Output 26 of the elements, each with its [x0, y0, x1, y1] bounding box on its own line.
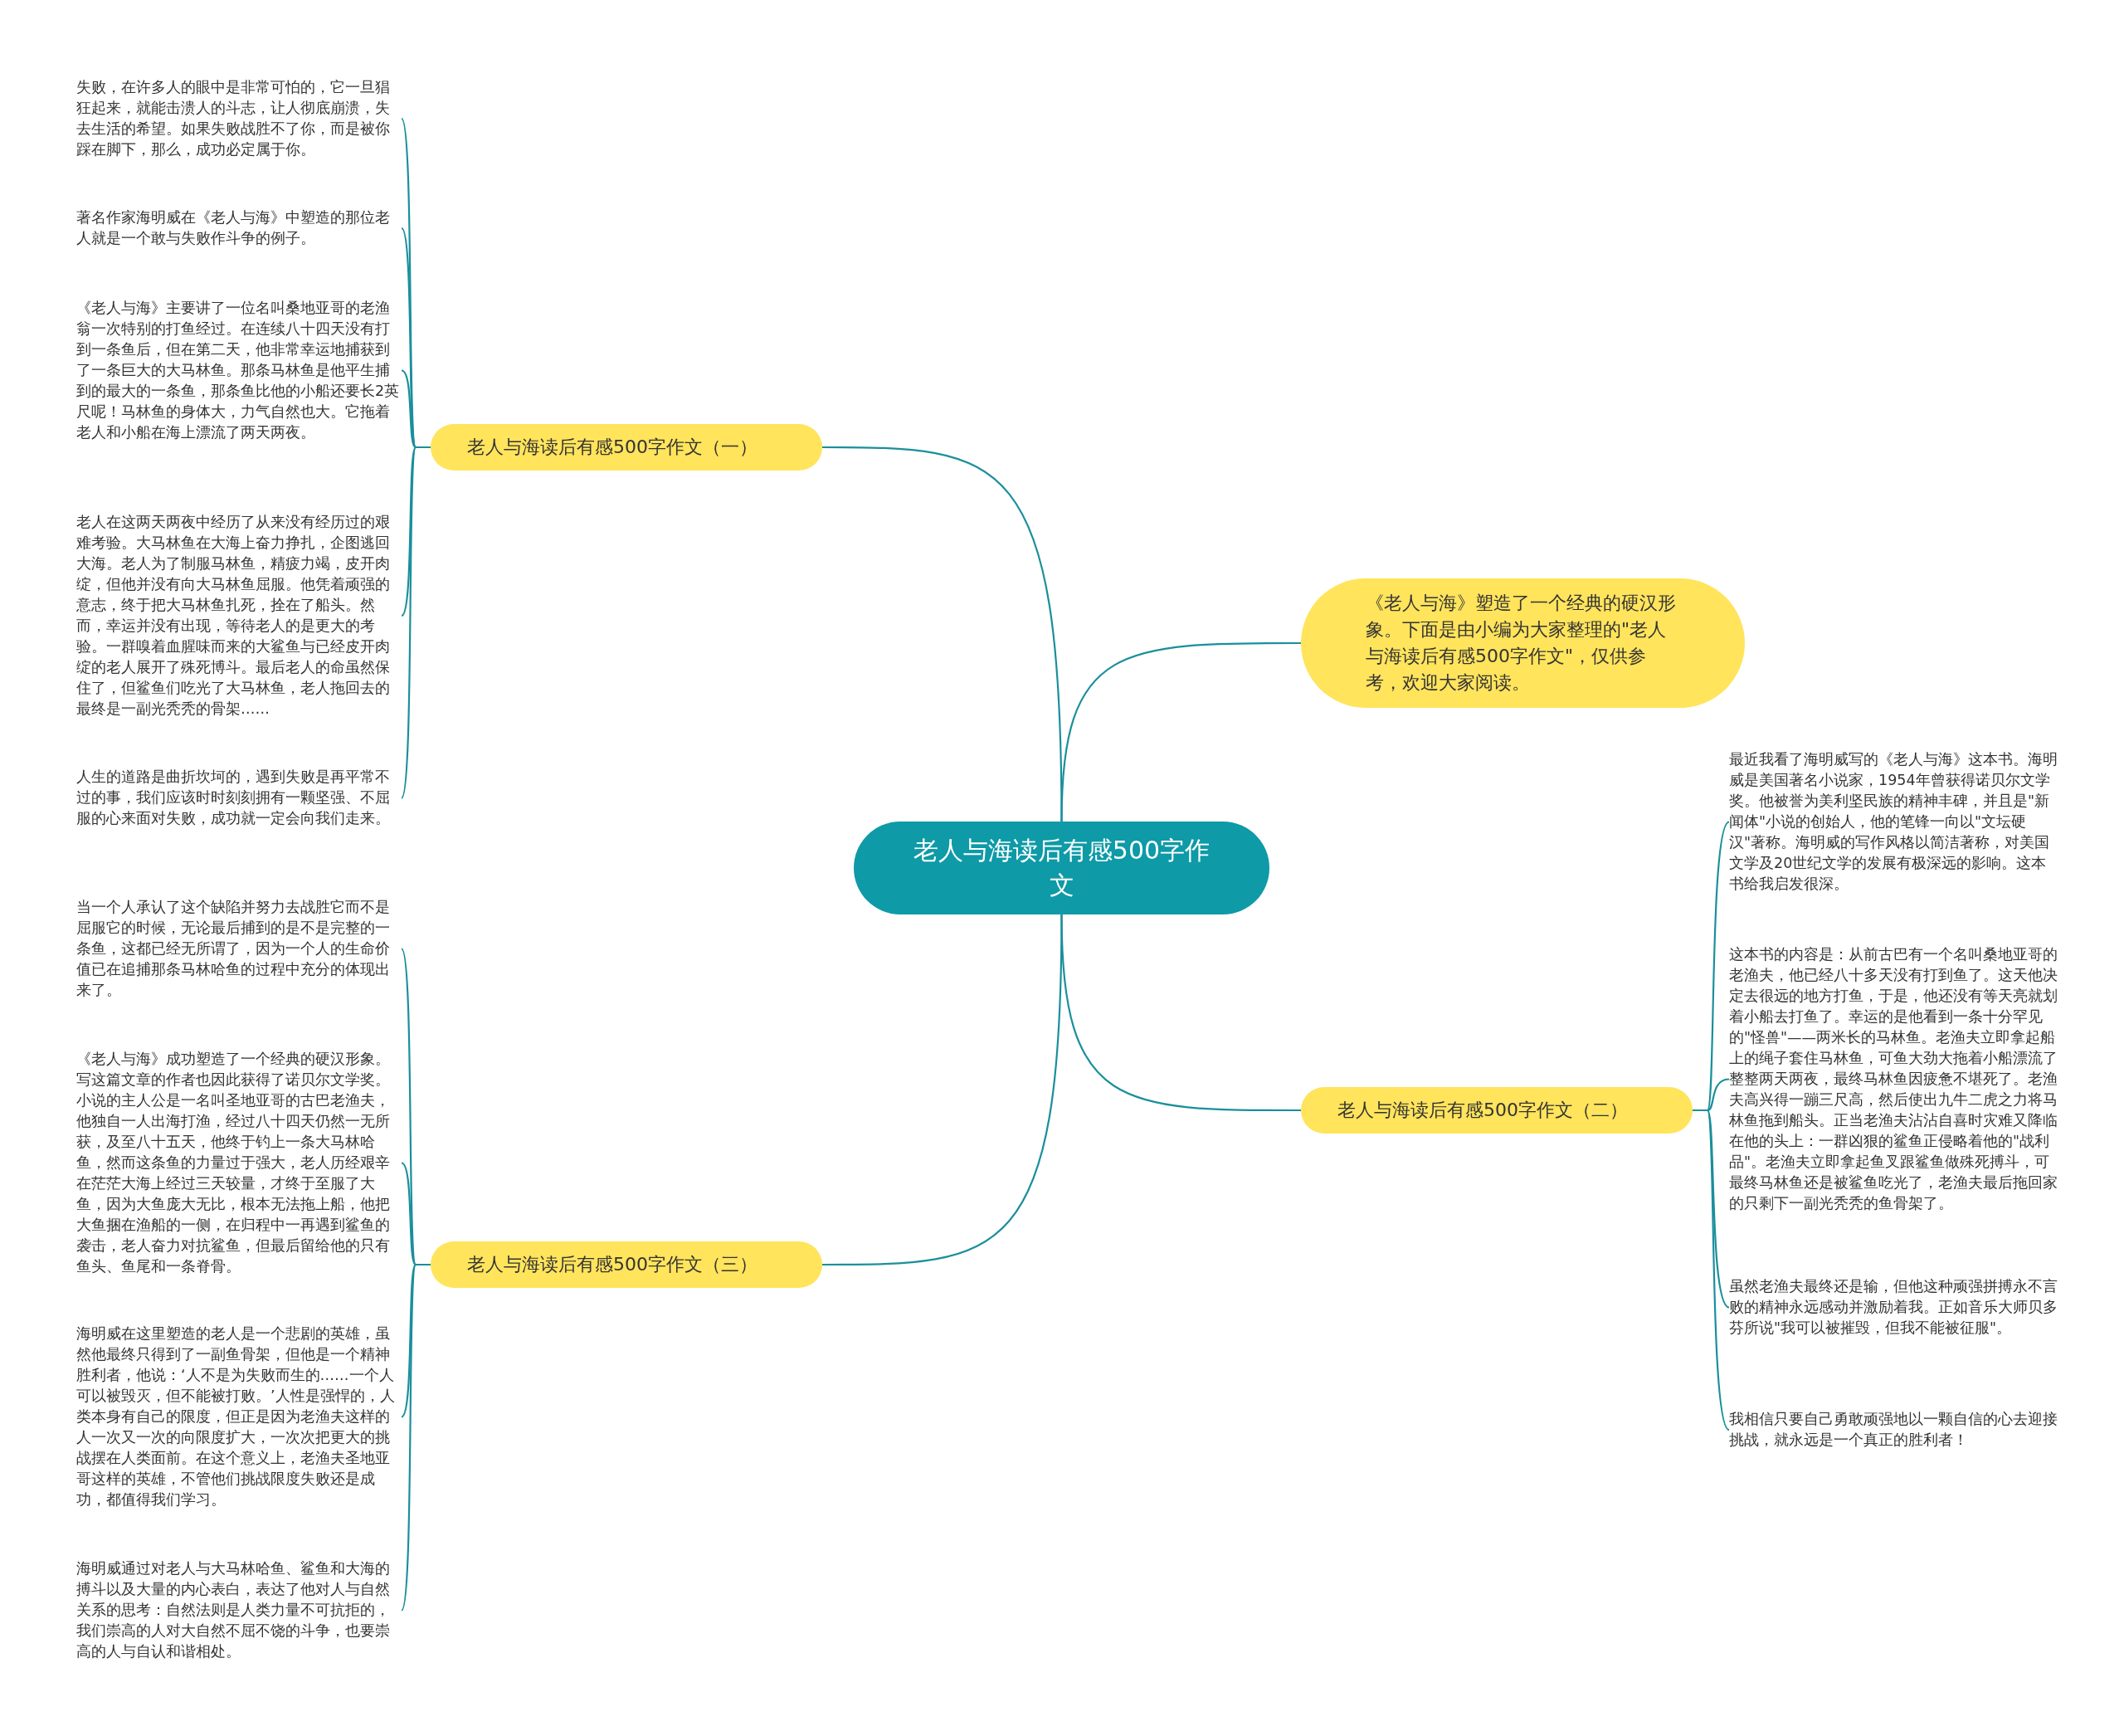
topic-pill [431, 1241, 822, 1288]
note-text: 人生的道路是曲折坎坷的，遇到失败是再平常不过的事，我们应该时时刻刻拥有一颗坚强、不屈服的心来面对失败，成功就一定会向我们走来。 [76, 768, 391, 828]
note-text: 《老人与海》成功塑造了一个经典的硬汉形象。写这篇文章的作者也因此获得了诺贝尔文学奖。小说的主人公是一名叫圣地亚哥的古巴老渔夫，他独自一人出海打渔，经过八十四天仍然一无所获，及至八十五天，他终于钓上一条大马林哈鱼，然而这条鱼的力量过于强大，老人历经艰辛在茫茫大海上经过三天较量，才终于至服了大鱼，因为大鱼庞大无比，根本无法拖上船，他把大鱼捆在渔船的一侧，在归程中一再遇到鲨鱼的袭击，老人奋力对抗鲨鱼，但最后留给他的只有鱼头、鱼尾和一条脊骨。 [76, 1050, 391, 1276]
note-text: 我相信只要自己勇敢顽强地以一颗自信的心去迎接挑战，就永远是一个真正的胜利者！ [1729, 1410, 2058, 1450]
note-text: 虽然老渔夫最终还是输，但他这种顽强拼搏永不言败的精神永远感动并激励着我。正如音乐大师贝多芬所说"我可以被摧毁，但我不能被征服"。 [1729, 1277, 2058, 1338]
connector-line [822, 914, 1063, 1266]
connector-line [1693, 1109, 1730, 1431]
topic-text: 老人与海读后有感500字作文 [912, 835, 1211, 901]
note-text: 失败，在许多人的眼中是非常可怕的，它一旦猖狂起来，就能击溃人的斗志，让人彻底崩溃，失去生活的希望。如果失败战胜不了你，而是被你踩在脚下，那么，成功必定属于你。 [76, 78, 391, 159]
connector-line [400, 1263, 431, 1611]
note-text: 海明威在这里塑造的老人是一个悲剧的英雄，虽然他最终只得到了一副鱼骨架，但他是一个精神胜利者，他说：‘人不是为失败而生的……一个人可以被毁灭，但不能被打败。’人性是强悍的，人类本身有自己的限度，但正是因为老渔夫这样的人一次又一次的向限度扩大，一次次把更大的挑战摆在人类面前。在这个意义上，老渔夫圣地亚哥这样的英雄，不管他们挑战限度失败还是成功，都值得我们学习。 [76, 1324, 396, 1509]
topic-pill [1301, 1087, 1693, 1134]
note-text: 当一个人承认了这个缺陷并努力去战胜它而不是屈服它的时候，无论最后捕到的是不是完整的一条鱼，这都已经无所谓了，因为一个人的生命价值已在追捕那条马林哈鱼的过程中充分的体现出来了。 [76, 898, 391, 1000]
topic-text: 老人与海读后有感500字作文（二） [1337, 1099, 1628, 1122]
note-text: 著名作家海明威在《老人与海》中塑造的那位老人就是一个敢与失败作斗争的例子。 [76, 208, 391, 248]
topic-text: 《老人与海》塑造了一个经典的硬汉形象。下面是由小编为大家整理的"老人与海读后有感500字作文"，仅供参考，欢迎大家阅读。 [1366, 592, 1677, 695]
note-text: 最近我看了海明威写的《老人与海》这本书。海明威是美国著名小说家，1954年曾获得诺贝尔文学奖。他被誉为美利坚民族的精神丰碑，并且是"新闻体"小说的创始人，他的笔锋一向以"文坛硬汉"著称。海明威的写作风格以简洁著称，对美国文学及20世纪文学的发展有极深远的影响。这本书给我启发很深。 [1729, 750, 2058, 894]
note-text: 海明威通过对老人与大马林哈鱼、鲨鱼和大海的搏斗以及大量的内心表白，表达了他对人与自然关系的思考：自然法则是人类力量不可抗拒的，我们崇高的人对大自然不屈不饶的斗争，也要崇高的人与自认和谐相处。 [76, 1559, 391, 1661]
connector-line [400, 446, 431, 798]
note-text: 《老人与海》主要讲了一位名叫桑地亚哥的老渔翁一次特别的打鱼经过。在连续八十四天没有打到一条鱼后，但在第二天，他非常幸运地捕获到了一条巨大的大马林鱼。那条马林鱼是他平生捕到的最大的一条鱼，那条鱼比他的小船还要长2英尺呢！马林鱼的身体大，力气自然也大。它拖着老人和小船在海上漂流了两天两夜。 [76, 299, 401, 442]
note-text: 这本书的内容是：从前古巴有一个名叫桑地亚哥的老渔夫，他已经八十多天没有打到鱼了。这天他决定去很远的地方打鱼，于是，他还没有等天亮就划着小船去打鱼了。幸运的是他看到一条十分罕见的"怪兽"——两米长的马林鱼。老渔夫立即拿起船上的绳子套住马林鱼，可鱼大劲大拖着小船漂流了整整两天两夜，最终马林鱼因疲惫不堪死了。老渔夫高兴得一蹦三尺高，然后使出九牛二虎之力将马林鱼拖到船头。正当老渔夫沾沾自喜时灾难又降临在他的头上：一群凶狠的鲨鱼正侵略着他的"战利品"。老渔夫立即拿起鱼叉跟鲨鱼做殊死搏斗，可最终马林鱼还是被鲨鱼吃光了，老渔夫最后拖回家的只剩下一副光秃秃的鱼骨架了。 [1729, 945, 2058, 1213]
topic-text: 老人与海读后有感500字作文（一） [467, 436, 758, 459]
note-text: 老人在这两天两夜中经历了从来没有经历过的艰难考验。大马林鱼在大海上奋力挣扎，企图逃回大海。老人为了制服马林鱼，精疲力竭，皮开肉绽，但他并没有向大马林鱼屈服。他凭着顽强的意志，终于把大马林鱼扎死，拴在了船头。然而，幸运并没有出现，等待老人的是更大的考验。一群嗅着血腥味而来的大鲨鱼与已经皮开肉绽的老人展开了殊死博斗。最后老人的命虽然保住了，但鲨鱼们吃光了大马林鱼，老人拖回去的最终是一副光秃秃的骨架…… [76, 513, 391, 719]
connector-line [1060, 641, 1301, 822]
topic-pill [431, 424, 822, 471]
topic-text: 老人与海读后有感500字作文（三） [467, 1253, 758, 1276]
